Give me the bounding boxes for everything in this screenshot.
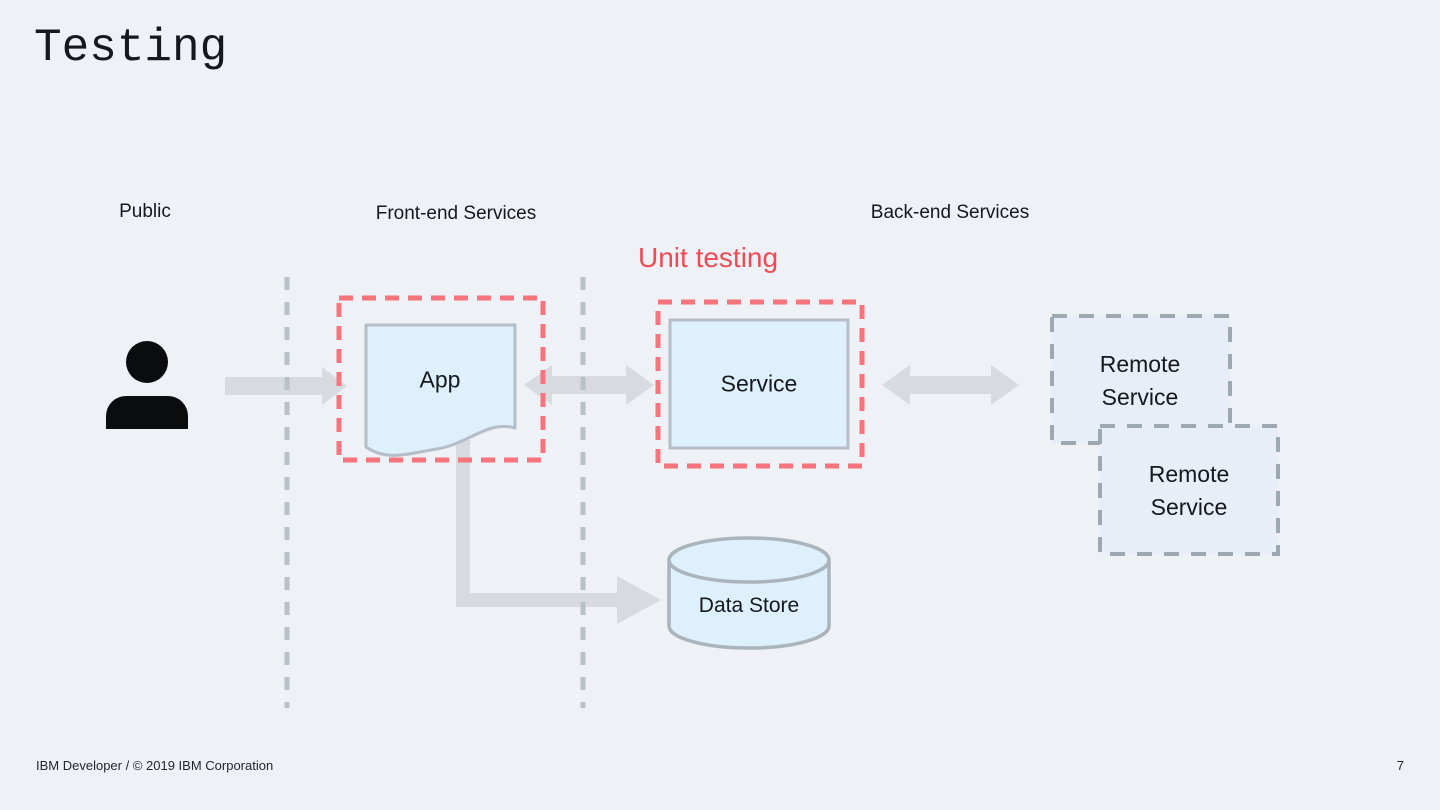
lane-label-backend-services: Back-end Services [870,202,1030,223]
arrow-app-service-bidirectional [524,365,654,405]
data-store-node [667,536,831,650]
footer-copyright: IBM Developer / © 2019 IBM Corporation [36,758,274,773]
lane-label-frontend-services: Front-end Services [375,203,537,224]
arrow-service-remote-bidirectional [882,365,1019,405]
app-node [364,323,517,457]
data-store-label: Data Store [698,594,800,617]
unit-testing-frame-service [655,299,865,469]
remote-service-2-label: Remote Service [1148,461,1230,520]
slide-title: Testing [34,22,228,74]
remote-service-1-label: Remote Service [1099,351,1181,410]
service-label: Service [720,370,798,397]
remote-service-node-1 [1050,314,1232,445]
unit-testing-frame-app [336,295,546,463]
lane-label-public: Public [119,201,171,222]
user-icon [106,341,188,429]
page-number: 7 [1396,758,1404,773]
app-label: App [419,366,461,393]
service-node [668,318,850,450]
unit-testing-label: Unit testing [638,242,779,273]
arrow-app-to-datastore-elbow [456,440,661,624]
remote-service-node-2 [1098,424,1280,556]
